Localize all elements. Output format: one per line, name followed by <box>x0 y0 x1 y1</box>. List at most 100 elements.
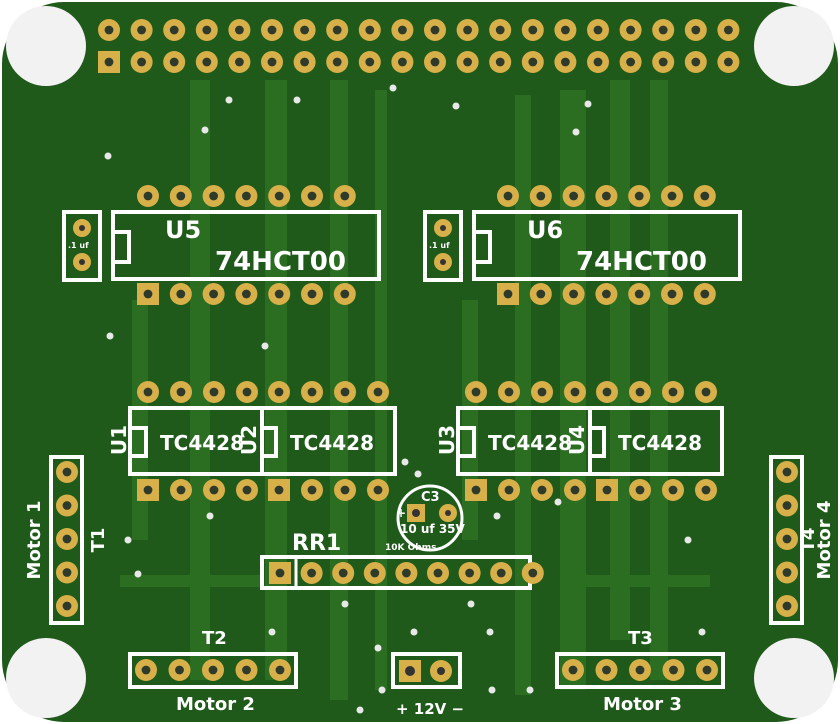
resistor-network-rr1: RR1 10K Ohms <box>260 531 544 590</box>
via <box>467 600 475 608</box>
pad-round <box>228 19 251 41</box>
via <box>261 342 269 350</box>
pad-round <box>391 19 414 41</box>
chip-u5-value: 74HCT00 <box>215 247 346 277</box>
pad-round <box>662 479 684 501</box>
mounting-holes <box>6 6 834 718</box>
pad-round <box>269 659 291 681</box>
pad-round <box>497 185 519 207</box>
pad-round <box>661 185 683 207</box>
pad-round <box>261 19 283 41</box>
pad-round <box>168 659 191 681</box>
pad-round <box>135 659 157 681</box>
pad-round <box>195 19 218 41</box>
pad-round <box>203 381 225 403</box>
via <box>414 470 422 478</box>
mounting-hole-top-right <box>754 6 834 86</box>
pad-round <box>367 381 389 403</box>
chip-u3-ref: U3 <box>435 425 459 455</box>
pad-round <box>465 381 487 403</box>
pad-round <box>169 185 192 207</box>
via <box>493 512 501 520</box>
pad-round <box>137 381 159 403</box>
pad-round <box>595 283 618 305</box>
pad-round <box>489 19 512 41</box>
via <box>374 644 382 652</box>
pad-round <box>652 19 675 41</box>
pad-round <box>684 19 707 41</box>
terminal-t3-ref: T3 <box>628 628 653 649</box>
pad-round <box>130 51 153 73</box>
pad-round <box>529 283 552 305</box>
pad-round <box>301 381 323 403</box>
pad-round <box>693 185 716 207</box>
pad-round <box>629 381 651 403</box>
pad-round <box>363 562 386 584</box>
pad-round <box>693 283 716 305</box>
pad-round <box>163 51 186 73</box>
via <box>488 686 496 694</box>
pad-round <box>456 51 479 73</box>
pad-round <box>424 51 446 73</box>
pad-round <box>595 659 618 681</box>
pad-round <box>696 659 718 681</box>
pad-round <box>235 185 258 207</box>
pad-square <box>98 51 120 73</box>
pad-round <box>236 381 258 403</box>
via <box>106 332 114 340</box>
chip-u4-value: TC4428 <box>618 431 702 455</box>
pad-round <box>562 659 584 681</box>
pad-round <box>498 381 520 403</box>
chip-u2-ref: U2 <box>237 425 261 455</box>
via <box>134 570 142 578</box>
terminal-t2-ref: T2 <box>202 628 227 649</box>
pad-round <box>170 381 192 403</box>
gpio-header <box>98 19 740 73</box>
pad-round <box>326 19 349 41</box>
chip-u3-value: TC4428 <box>488 431 572 455</box>
terminal-t1-ref: T1 <box>88 528 109 553</box>
via <box>389 84 397 92</box>
pad-round <box>300 562 323 584</box>
pad-round <box>427 562 449 584</box>
pad-round <box>358 51 381 73</box>
via <box>486 628 494 636</box>
pad-round <box>717 51 740 73</box>
chip-u3-u4: TC4428 TC4428 U3 U4 <box>435 381 724 501</box>
pad-round <box>661 283 683 305</box>
power-connector-label: + 12V − <box>396 700 464 718</box>
pad-round <box>531 479 553 501</box>
capacitor-left: .1 uf <box>62 210 102 282</box>
via <box>201 126 209 134</box>
pad-round <box>56 561 78 584</box>
pad-round <box>521 562 544 584</box>
pad-square <box>137 283 159 305</box>
via <box>293 96 301 104</box>
pad-round <box>695 479 717 501</box>
pad-round <box>301 479 323 501</box>
pad-round <box>652 51 675 73</box>
pad-round <box>235 659 258 681</box>
via <box>410 628 418 636</box>
vias <box>104 84 706 714</box>
pad-round <box>529 185 552 207</box>
pad-round <box>619 51 642 73</box>
mounting-hole-bottom-left <box>6 638 86 718</box>
pad-round <box>261 51 283 73</box>
chip-u5-ref: U5 <box>165 216 201 244</box>
terminal-t4-ref: T4 <box>798 528 819 553</box>
pad-round <box>521 51 544 73</box>
capacitor-left-value: .1 uf <box>68 241 89 250</box>
capacitor-c3-value: 10 uf 35V <box>400 522 466 536</box>
chip-u1-value: TC4428 <box>160 431 244 455</box>
via <box>341 600 349 608</box>
pad-round <box>619 19 642 41</box>
pad-round <box>236 479 258 501</box>
pad-round <box>458 562 481 584</box>
capacitor-c3: C3 10 uf 35V + <box>396 484 466 552</box>
terminal-t4-label: Motor 4 <box>814 501 835 580</box>
pad-round <box>334 381 356 403</box>
pad-round <box>564 479 586 501</box>
